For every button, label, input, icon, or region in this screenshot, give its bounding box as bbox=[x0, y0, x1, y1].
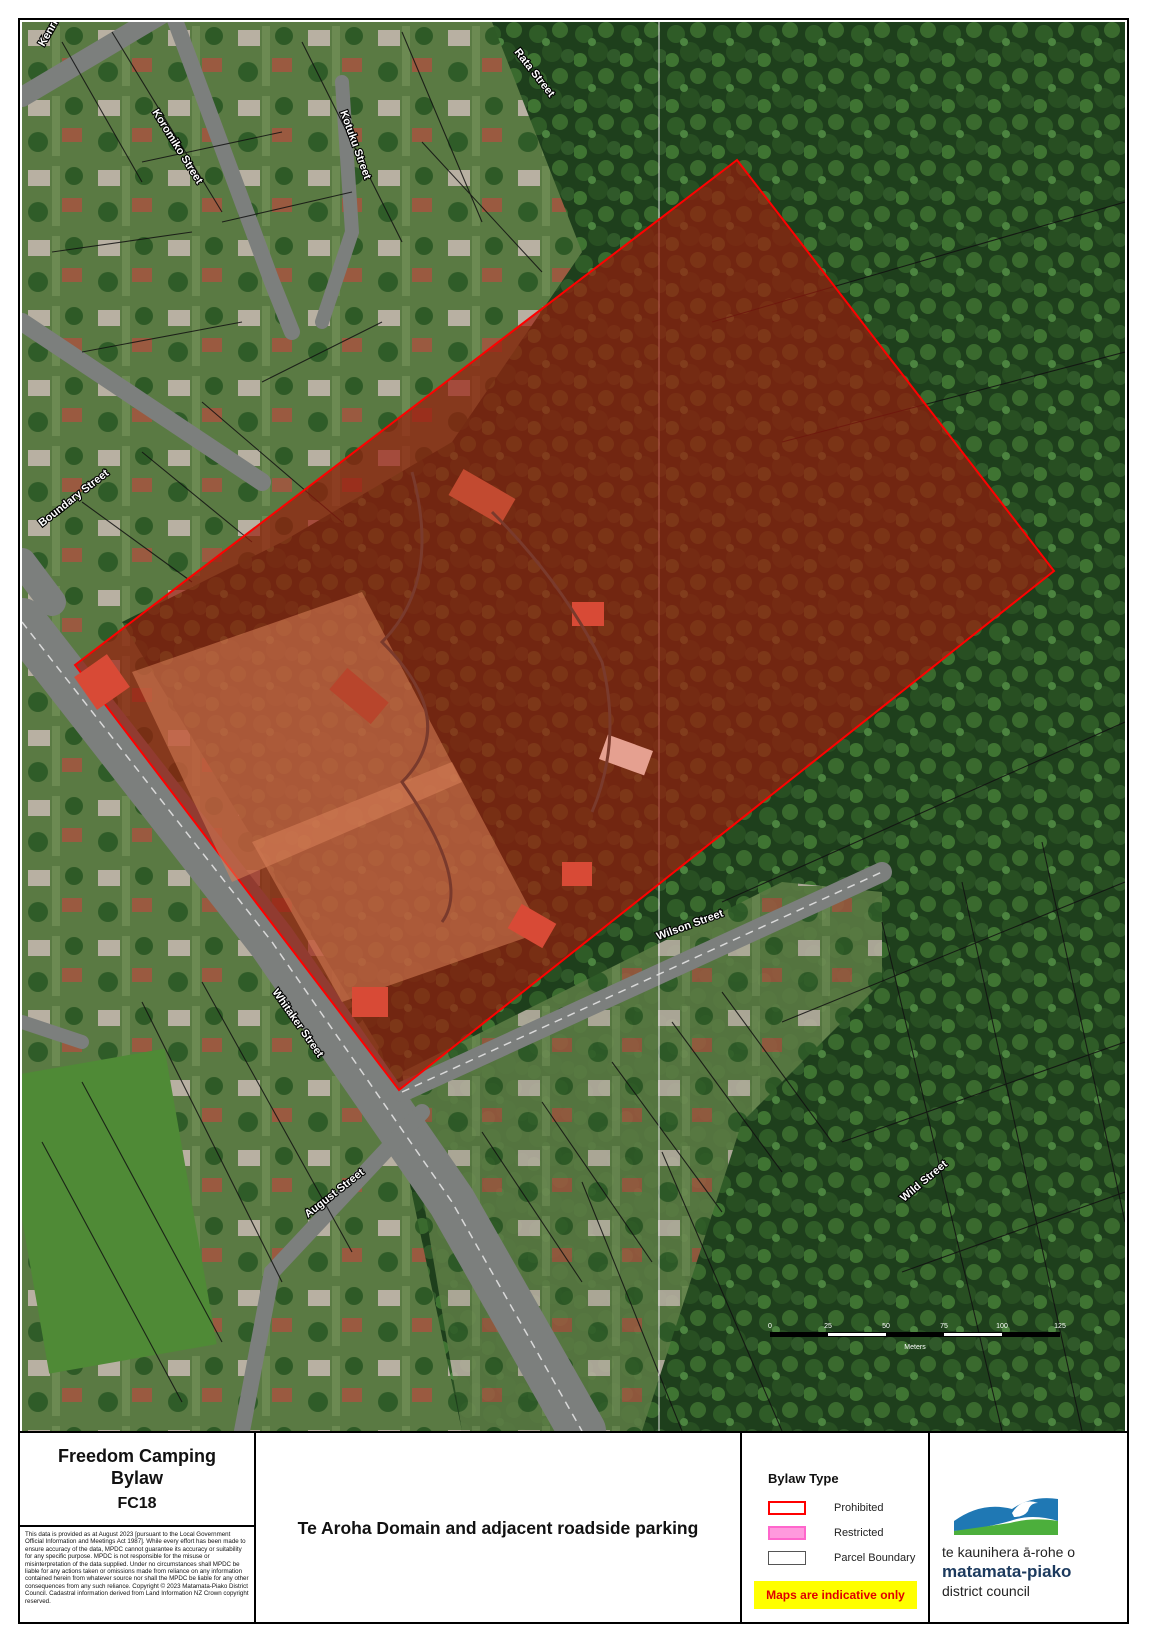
disclaimer-text: This data is provided as at August 2023 … bbox=[25, 1531, 249, 1605]
title-cell: Freedom Camping Bylaw FC18 This data is … bbox=[20, 1433, 256, 1624]
domain-features bbox=[74, 469, 653, 1017]
logo-text-line2: matamata-piako bbox=[942, 1562, 1072, 1581]
bylaw-legend: Bylaw Type Prohibited Restricted Parcel … bbox=[742, 1433, 930, 1624]
road-markings bbox=[22, 621, 883, 1431]
indicative-note: Maps are indicative only bbox=[754, 1581, 917, 1609]
title-block: Freedom Camping Bylaw FC18 bbox=[20, 1433, 254, 1527]
scale-tick: 25 bbox=[824, 1323, 832, 1330]
legend-label: Parcel Boundary bbox=[834, 1552, 916, 1564]
scale-tick: 0 bbox=[768, 1323, 772, 1330]
logo-wave-icon bbox=[954, 1498, 1058, 1535]
map-canvas: Rata Street Kenrick Street Koromiko Stre… bbox=[22, 22, 1125, 1431]
map-sheet: Rata Street Kenrick Street Koromiko Stre… bbox=[18, 18, 1129, 1624]
logo-text-line3: district council bbox=[942, 1583, 1030, 1599]
scale-unit: Meters bbox=[904, 1344, 926, 1351]
legend-item-restricted: Restricted bbox=[768, 1526, 884, 1540]
map-description: Te Aroha Domain and adjacent roadside pa… bbox=[297, 1518, 699, 1538]
scale-tick: 50 bbox=[882, 1323, 890, 1330]
prohibited-swatch bbox=[768, 1501, 806, 1515]
bylaw-title-2: Bylaw bbox=[110, 1468, 164, 1488]
bylaw-title: Freedom Camping bbox=[57, 1446, 217, 1466]
scale-tick: 125 bbox=[1054, 1323, 1066, 1330]
legend-item-parcel-boundary: Parcel Boundary bbox=[768, 1551, 915, 1565]
scale-bar: 0 25 50 75 100 125 Meters bbox=[768, 1323, 1066, 1351]
aerial-map[interactable]: Rata Street Kenrick Street Koromiko Stre… bbox=[22, 22, 1125, 1431]
legend-item-prohibited: Prohibited bbox=[768, 1501, 884, 1515]
legend-label: Restricted bbox=[834, 1527, 884, 1539]
restricted-swatch bbox=[768, 1526, 806, 1540]
map-code: FC18 bbox=[117, 1495, 157, 1512]
description-cell: Te Aroha Domain and adjacent roadside pa… bbox=[256, 1433, 742, 1624]
scale-tick: 75 bbox=[940, 1323, 948, 1330]
logo-text-line1: te kaunihera ā-rohe o bbox=[942, 1544, 1076, 1560]
sports-fields bbox=[22, 1048, 217, 1374]
scale-tick: 100 bbox=[996, 1323, 1008, 1330]
parcel-boundary-swatch bbox=[768, 1551, 806, 1565]
council-logo: te kaunihera ā-rohe o matamata-piako dis… bbox=[930, 1433, 1127, 1624]
parcel-boundaries bbox=[41, 31, 1125, 1431]
bylaw-legend-title: Bylaw Type bbox=[768, 1471, 839, 1486]
map-legend-panel: Freedom Camping Bylaw FC18 This data is … bbox=[20, 1431, 1127, 1624]
legend-label: Prohibited bbox=[834, 1502, 884, 1514]
